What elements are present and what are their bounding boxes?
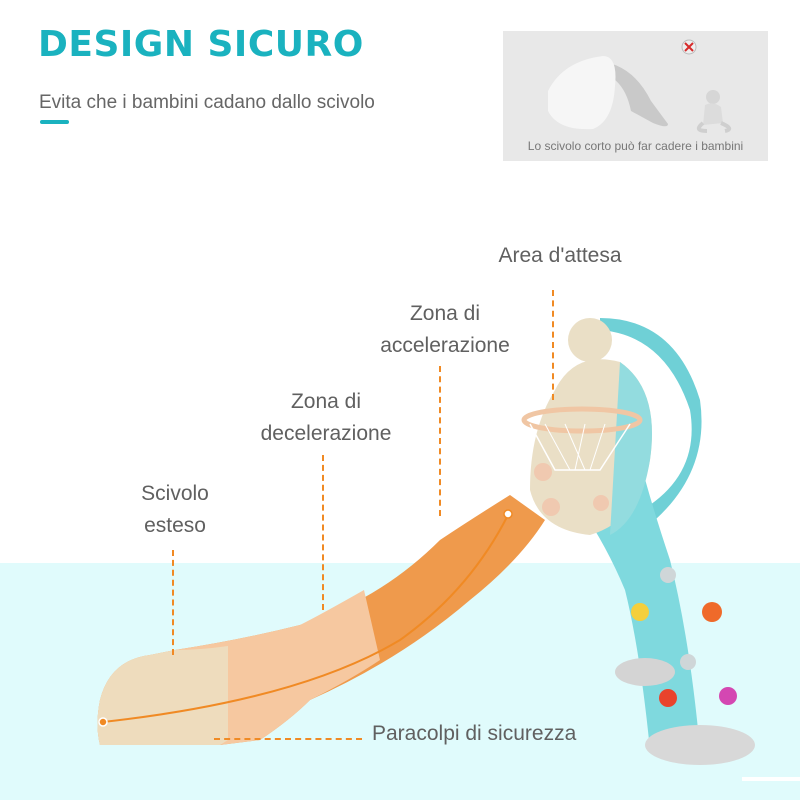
short-slide-illustration (503, 31, 768, 161)
callout-line-paracolpi (214, 738, 362, 740)
inset-caption: Lo scivolo corto può far cadere i bambin… (527, 139, 744, 153)
red-x-forbidden-icon (681, 39, 697, 55)
slide-chute (97, 495, 545, 745)
label-paracolpi: Paracolpi di sicurezza (372, 722, 577, 745)
callout-line-scivolo-esteso (172, 550, 174, 655)
label-scivolo-esteso: Scivolo esteso (141, 482, 209, 537)
floor-highlight (742, 777, 800, 781)
title-accent-underline (40, 120, 69, 124)
label-zona-decelerazione: Zona di decelerazione (260, 390, 392, 445)
short-slide-warning-image: Lo scivolo corto può far cadere i bambin… (503, 31, 768, 161)
callout-line-area-attesa (552, 290, 554, 400)
page-title: DESIGN SICURO (38, 24, 364, 65)
callout-line-decelerazione (322, 455, 324, 610)
label-zona-accelerazione: Zona di accelerazione (380, 302, 510, 357)
bear-head-platform (521, 318, 652, 535)
page-subtitle: Evita che i bambini cadano dallo scivolo (39, 92, 375, 113)
slide-frame (560, 318, 755, 765)
label-area-attesa: Area d'attesa (498, 244, 622, 267)
child-figure (696, 90, 732, 133)
callout-line-accelerazione (439, 366, 441, 516)
